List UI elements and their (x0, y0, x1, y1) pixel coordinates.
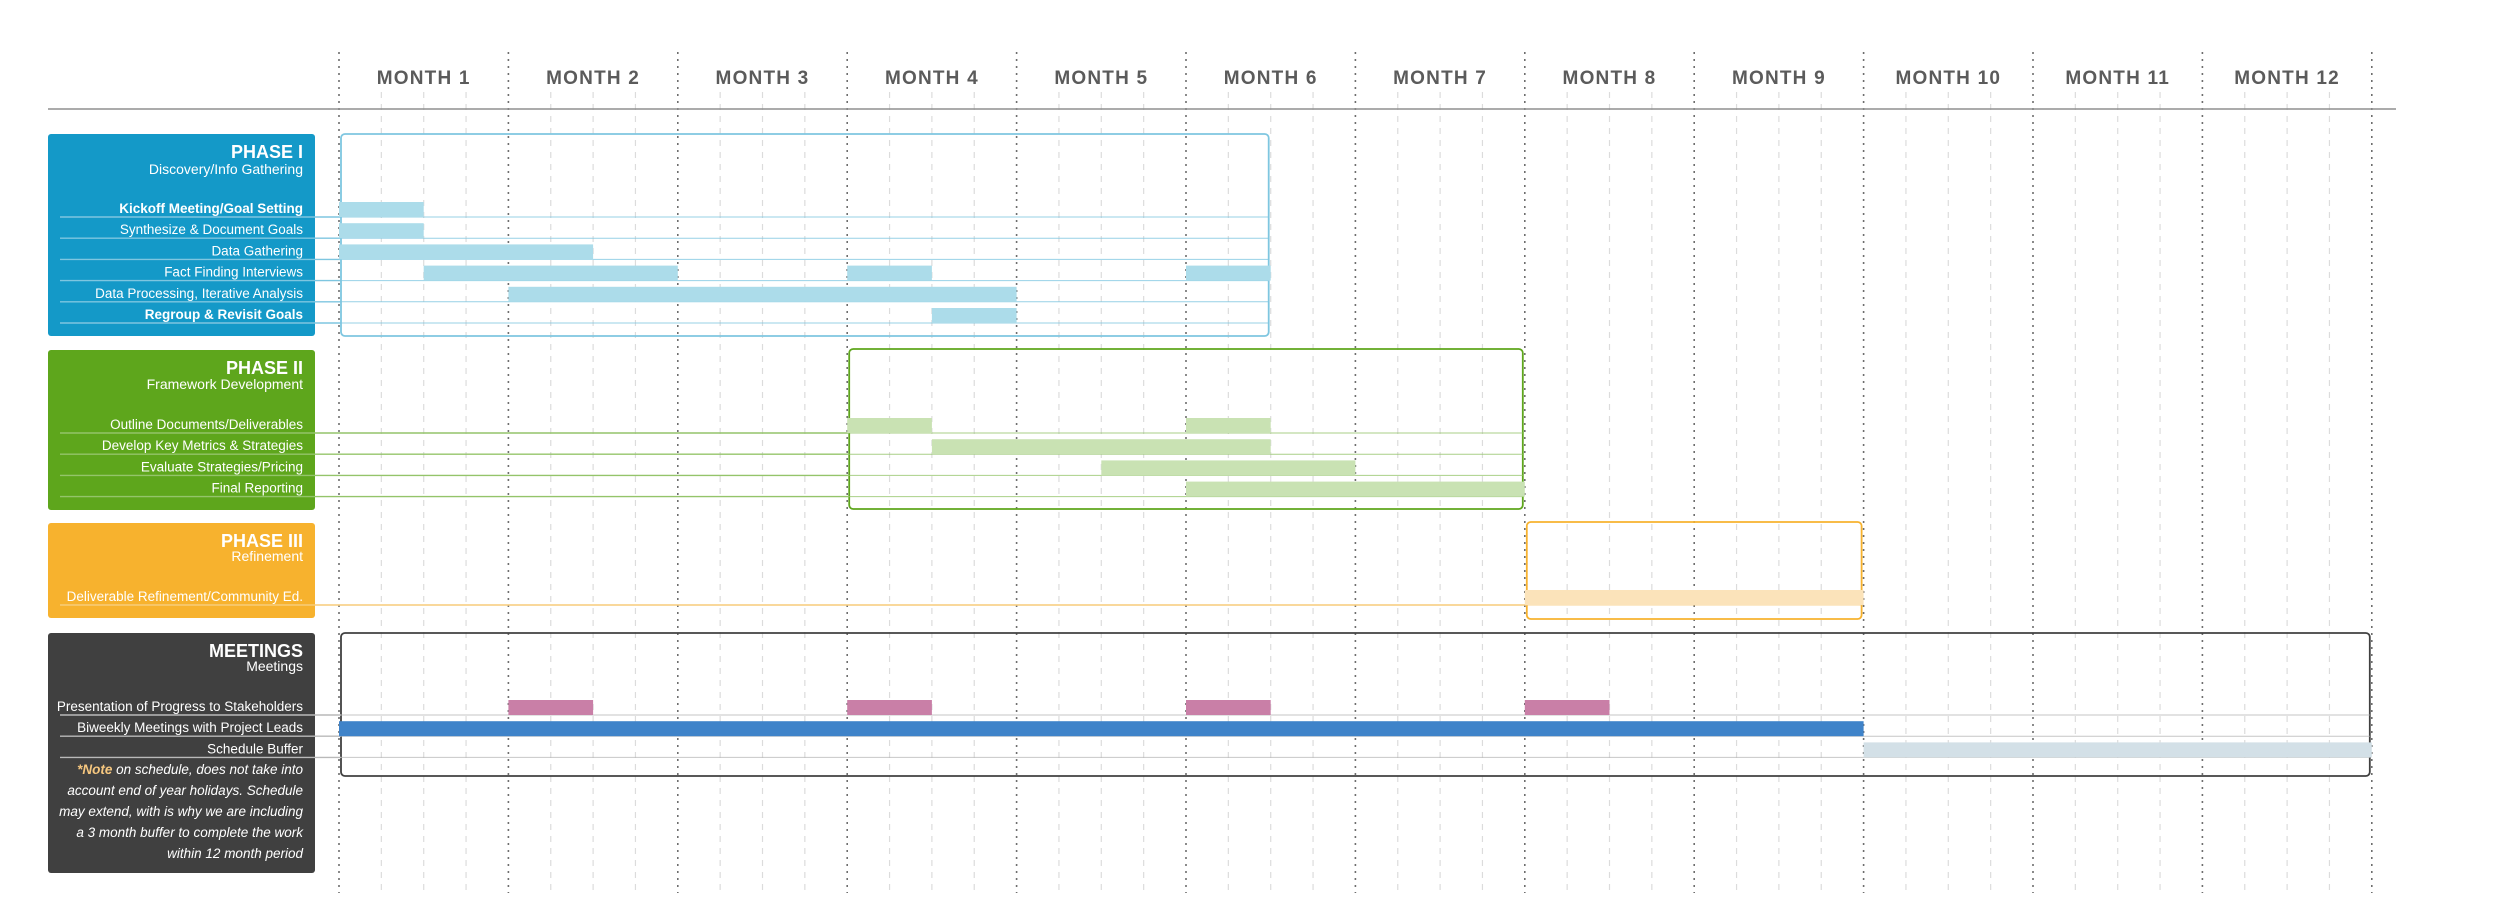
month-header-6: MONTH 6 (1224, 68, 1318, 89)
task-label: Schedule Buffer (207, 741, 303, 756)
phase-panel (48, 633, 315, 873)
phase-panel (48, 350, 315, 510)
task-bar (931, 439, 1271, 455)
note-text: may extend, with is why we are including (59, 804, 303, 819)
task-bar (1863, 742, 2372, 758)
phase-panel (48, 134, 315, 336)
task-label: Fact Finding Interviews (164, 265, 303, 280)
task-bar (1524, 590, 1864, 605)
month-header-4: MONTH 4 (885, 68, 979, 89)
phase-subtitle: Framework Development (147, 376, 303, 392)
month-header-1: MONTH 1 (377, 68, 471, 89)
task-bar (1186, 700, 1271, 715)
task-bar (508, 700, 594, 715)
phase-subtitle: Discovery/Info Gathering (149, 161, 303, 177)
task-bar (847, 265, 932, 281)
task-bar (1186, 481, 1525, 497)
task-bar (339, 721, 1864, 737)
task-bar (847, 700, 932, 715)
phase-subtitle: Refinement (231, 548, 303, 564)
note-text: on schedule, does not take into (112, 762, 303, 777)
note-text: a 3 month buffer to complete the work (76, 825, 304, 840)
task-label: Data Gathering (211, 243, 303, 258)
task-label: Develop Key Metrics & Strategies (102, 438, 303, 453)
month-header-3: MONTH 3 (716, 68, 810, 89)
task-label: Biweekly Meetings with Project Leads (77, 720, 303, 735)
month-header-9: MONTH 9 (1732, 68, 1826, 89)
task-label: Outline Documents/Deliverables (110, 417, 303, 432)
task-label: Regroup & Revisit Goals (145, 307, 303, 322)
task-bar (847, 418, 932, 433)
month-header-12: MONTH 12 (2234, 68, 2340, 89)
month-header-11: MONTH 11 (2065, 68, 2170, 89)
task-label: Evaluate Strategies/Pricing (141, 459, 303, 474)
phase-title: PHASE III (221, 531, 303, 551)
phase-frame (1525, 521, 1863, 620)
phase-subtitle: Meetings (246, 658, 303, 674)
month-header-10: MONTH 10 (1895, 68, 2001, 89)
month-header-2: MONTH 2 (546, 68, 640, 89)
task-label: Deliverable Refinement/Community Ed. (67, 589, 303, 604)
schedule-note-line: may extend, with is why we are including (59, 804, 303, 819)
schedule-note-line: *Note on schedule, does not take into (77, 762, 303, 777)
month-header-5: MONTH 5 (1054, 68, 1148, 89)
phase-title: PHASE I (231, 142, 303, 162)
month-header-7: MONTH 7 (1393, 68, 1487, 89)
task-label: Presentation of Progress to Stakeholders (57, 699, 303, 714)
note-text: account end of year holidays. Schedule (67, 783, 303, 798)
task-label: Final Reporting (211, 481, 303, 496)
task-bar (508, 286, 1017, 302)
note-text: within 12 month period (167, 846, 303, 861)
phase-title: PHASE II (226, 358, 303, 378)
task-bar (339, 223, 424, 239)
month-header-8: MONTH 8 (1563, 68, 1657, 89)
task-bar (1524, 700, 1610, 715)
task-bar (1101, 460, 1356, 476)
task-label: Data Processing, Iterative Analysis (95, 286, 303, 301)
task-bar (1186, 265, 1271, 281)
task-bar (931, 308, 1017, 323)
schedule-note-line: within 12 month period (167, 846, 303, 861)
schedule-note-line: account end of year holidays. Schedule (67, 783, 303, 798)
note-emphasis: *Note (77, 762, 113, 777)
task-label: Synthesize & Document Goals (120, 222, 303, 237)
schedule-note-line: a 3 month buffer to complete the work (76, 825, 304, 840)
task-bar (1186, 418, 1271, 433)
phase-frame (340, 632, 2371, 777)
task-label: Kickoff Meeting/Goal Setting (119, 201, 303, 216)
task-bar (339, 202, 424, 217)
phase-title: MEETINGS (209, 641, 303, 661)
phase-panel (48, 523, 315, 618)
task-bar (339, 244, 594, 260)
task-bar (423, 265, 678, 281)
